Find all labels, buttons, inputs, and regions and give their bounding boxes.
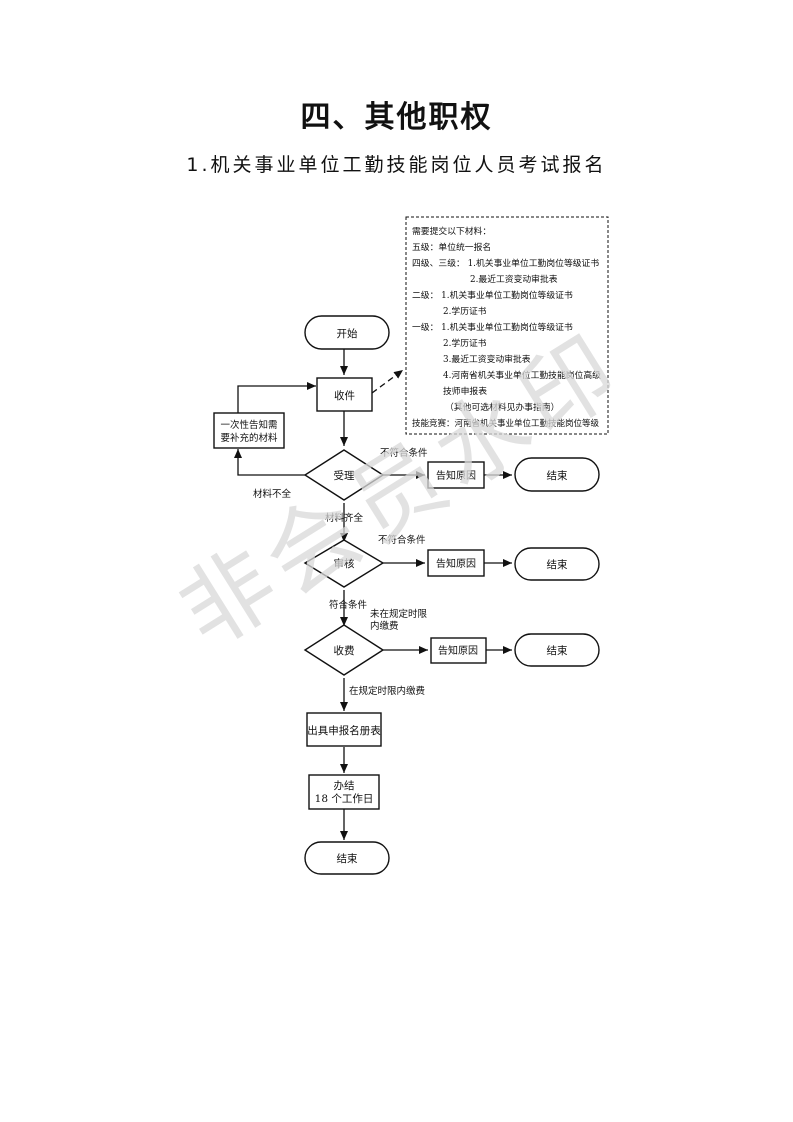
arrow-supplement-receive — [237, 382, 316, 413]
supplement-label-2: 要补充的材料 — [220, 432, 278, 444]
start-terminal — [304, 315, 390, 350]
materials-line-8: 2.学历证书 — [443, 337, 487, 349]
complete-label-1: 办结 — [334, 779, 355, 792]
materials-line-3: 四级、三级： 1.机关事业单位工勤岗位等级证书 — [412, 257, 599, 269]
materials-box — [405, 216, 609, 435]
end-label-1: 结束 — [547, 469, 568, 482]
fee-diamond — [303, 624, 385, 676]
receive-label: 收件 — [334, 389, 355, 402]
notify-reason-label-3: 告知原因 — [438, 644, 478, 657]
receive-box — [316, 377, 373, 412]
notify-reason-box-3 — [430, 637, 487, 664]
materials-line-12: （其他可选材料见办事指南） — [445, 401, 559, 413]
materials-line-7: 一级： 1.机关事业单位工勤岗位等级证书 — [412, 321, 573, 333]
complete-box — [308, 774, 380, 810]
supplement-box — [213, 412, 285, 449]
fee-label: 收费 — [334, 644, 355, 657]
accept-no-label: 不符合条件 — [380, 447, 428, 459]
review-diamond — [303, 539, 385, 588]
materials-complete-label: 材料齐全 — [325, 512, 364, 524]
materials-line-2: 五级：单位统一报名 — [412, 241, 491, 253]
materials-line-5: 二级： 1.机关事业单位工勤岗位等级证书 — [412, 289, 573, 301]
notify-reason-box-1 — [427, 461, 485, 489]
fee-yes-label: 在规定时限内缴费 — [349, 685, 425, 697]
page-subtitle: 1.机关事业单位工勤技能岗位人员考试报名 — [186, 154, 607, 176]
end-label-2: 结束 — [547, 558, 568, 571]
fee-no-label-1: 未在规定时限 — [370, 608, 428, 620]
materials-line-11: 技师申报表 — [443, 385, 487, 397]
accept-diamond — [303, 449, 385, 501]
review-no-label: 不符合条件 — [378, 534, 426, 546]
accept-label: 受理 — [334, 470, 355, 482]
supplement-label-1: 一次性告知需 — [220, 419, 277, 431]
page-title: 四、其他职权 — [300, 100, 493, 135]
complete-label-2: 18 个工作日 — [315, 793, 374, 805]
arrow-receive-materials — [371, 369, 404, 394]
materials-line-13: 技能竞赛：河南省机关事业单位工勤技能岗位等级 — [412, 418, 600, 429]
issue-form-box — [306, 712, 382, 747]
end-label-3: 结束 — [547, 644, 568, 657]
end-final-label: 结束 — [337, 852, 358, 865]
materials-line-9: 3.最近工资变动审批表 — [443, 353, 531, 365]
materials-incomplete-label: 材料不全 — [253, 488, 292, 500]
materials-line-1: 需要提交以下材料： — [412, 225, 491, 237]
materials-line-4: 2.最近工资变动审批表 — [470, 273, 558, 285]
issue-form-label: 出具申报名册表 — [307, 724, 381, 737]
end-terminal-2 — [514, 547, 600, 581]
fee-no-label-2: 内缴费 — [370, 620, 399, 632]
start-label: 开始 — [337, 327, 358, 340]
notify-reason-box-2 — [427, 549, 485, 577]
materials-line-6: 2.学历证书 — [443, 305, 487, 317]
notify-reason-label-2: 告知原因 — [436, 557, 476, 570]
end-final-terminal — [304, 841, 390, 875]
end-terminal-3 — [514, 633, 600, 667]
review-label: 审核 — [334, 557, 355, 570]
arrow-accept-supplement — [234, 449, 305, 476]
notify-reason-label-1: 告知原因 — [436, 469, 476, 482]
materials-line-10: 4.河南省机关事业单位工勤技能岗位高级 — [443, 369, 601, 381]
end-terminal-1 — [514, 457, 600, 492]
review-yes-label: 符合条件 — [329, 599, 368, 611]
